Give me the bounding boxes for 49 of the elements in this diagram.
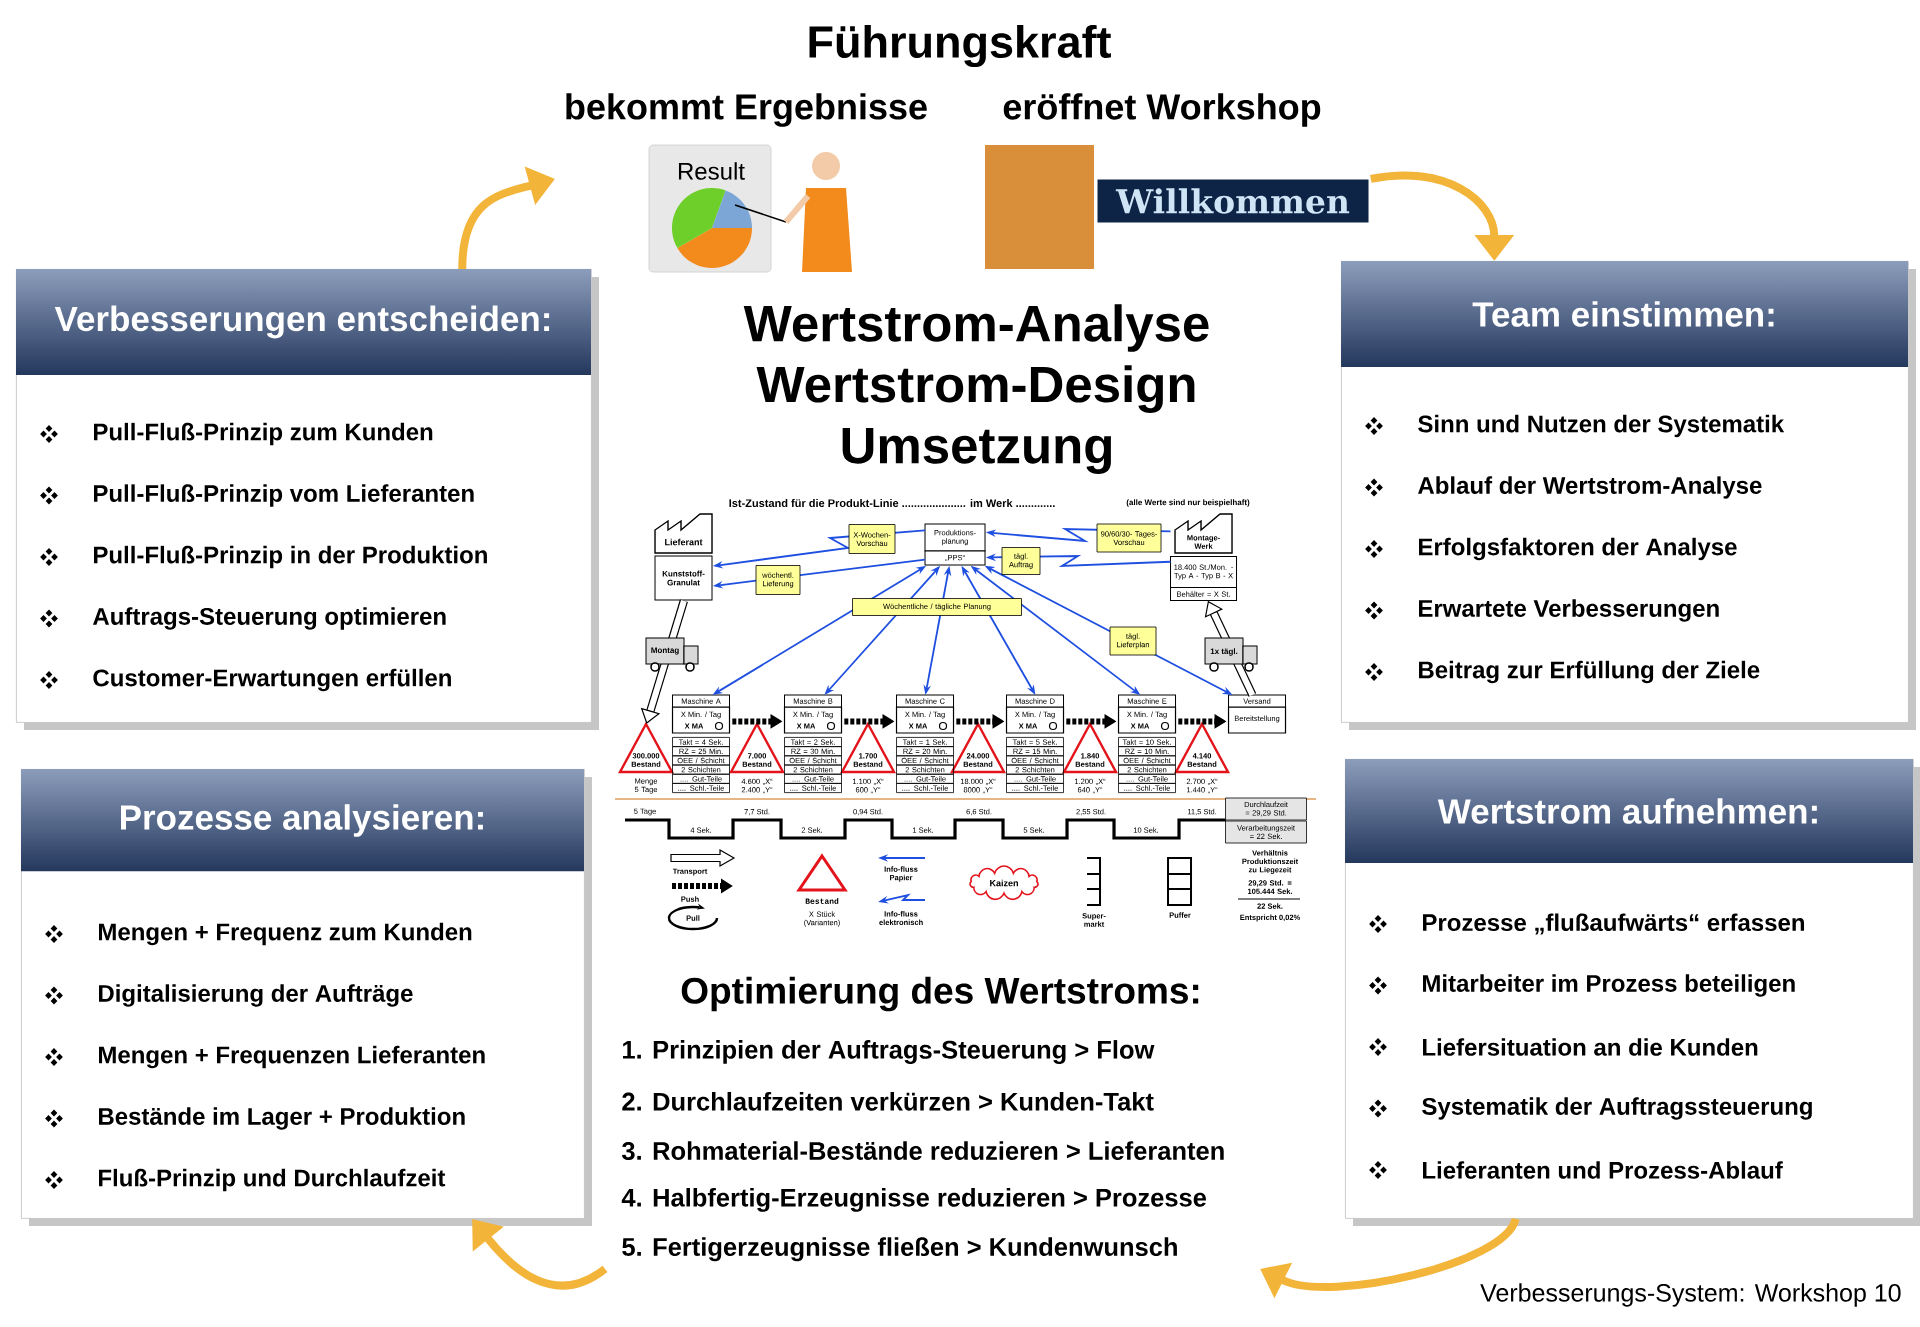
list-item: Customer-Erwartungen erfüllen bbox=[93, 668, 451, 692]
list-item: Pull-Fluß-Prinzip in der Produktion bbox=[94, 545, 487, 569]
heading: Wertstrom-Analyse bbox=[743, 304, 1209, 352]
heading: eröffnet Workshop bbox=[1003, 93, 1321, 127]
info-panel bbox=[21, 769, 592, 1226]
list-item: Digitalisierung der Aufträge bbox=[99, 984, 413, 1007]
list-item: Pull-Fluß-Prinzip zum Kunden bbox=[94, 422, 433, 446]
info-panel bbox=[1341, 261, 1917, 730]
list-item: Auftrags-Steuerung optimieren bbox=[93, 607, 446, 630]
welcome-sign: Willkommen bbox=[1097, 179, 1369, 223]
info-panel bbox=[16, 269, 599, 730]
panel-heading: Verbesserungen entscheiden: bbox=[54, 305, 550, 339]
data-box: Kunststoff- Granulat bbox=[654, 555, 713, 601]
list-item: Erwartete Verbesserungen bbox=[1419, 599, 1719, 622]
list-item: Mengen + Frequenzen Lieferanten bbox=[99, 1045, 485, 1069]
factory-label: Lieferant bbox=[665, 538, 703, 546]
list-item: Prozesse „flußaufwärts“ erfassen bbox=[1423, 913, 1805, 935]
list-item: Fluß-Prinzip und Durchlaufzeit bbox=[99, 1168, 446, 1192]
list-item: Erfolgsfaktoren der Analyse bbox=[1419, 537, 1737, 561]
list-item: Lieferanten und Prozess-Ablauf bbox=[1423, 1161, 1783, 1179]
edge-label: Montag bbox=[651, 647, 679, 655]
list-item: Pull-Fluß-Prinzip vom Lieferanten bbox=[94, 484, 474, 507]
text-label: Kaizen bbox=[990, 879, 1018, 887]
list-item: 4. Halbfertig-Erzeugnisse reduzieren > Prozesse bbox=[621, 1188, 1206, 1212]
list-item: 2. Durchlaufzeiten verkürzen > Kunden-Takt bbox=[622, 1091, 1154, 1111]
heading: Wertstrom-Design bbox=[756, 365, 1195, 413]
heading: Umsetzung bbox=[842, 428, 1111, 474]
heading: Optimierung des Wertstroms: bbox=[681, 976, 1199, 1012]
edge-label: 1x tägl. bbox=[1210, 648, 1238, 656]
list-item: Mengen + Frequenz zum Kunden bbox=[99, 922, 472, 946]
title: Führungskraft bbox=[809, 24, 1111, 68]
panel-heading: Wertstrom aufnehmen: bbox=[1437, 798, 1817, 824]
list-item: Bestände im Lager + Produktion bbox=[99, 1107, 465, 1130]
list-item: Liefersituation an die Kunden bbox=[1423, 1038, 1758, 1056]
info-panel bbox=[1345, 759, 1920, 1226]
footer-text: Verbesserungs-System: Workshop 10 bbox=[1480, 1283, 1901, 1307]
map-title: Ist-Zustand für die Produkt-Linie ..................... im Werk ............. bbox=[729, 498, 1055, 508]
text-label: Bestand bbox=[805, 898, 839, 904]
list-item: Beitrag zur Erfüllung der Ziele bbox=[1419, 660, 1760, 684]
list-item: 1. Prinzipien der Auftrags-Steuerung > Flow bbox=[623, 1040, 1155, 1064]
list-item: Ablauf der Wertstrom-Analyse bbox=[1418, 476, 1762, 499]
list-item: Systematik der Auftragssteuerung bbox=[1422, 1097, 1812, 1120]
list-item: Mitarbeiter im Prozess beteiligen bbox=[1423, 974, 1795, 997]
list-item: 5. Fertigerzeugnisse fließen > Kundenwunsch bbox=[622, 1237, 1177, 1262]
panel-heading: Team einstimmen: bbox=[1472, 301, 1774, 327]
list-item: 3. Rohmaterial-Bestände reduzieren > Lieferanten bbox=[622, 1141, 1224, 1160]
heading: bekommt Ergebnisse bbox=[566, 93, 927, 127]
list-item: Sinn und Nutzen der Systematik bbox=[1418, 414, 1785, 438]
panel-heading: Prozesse analysieren: bbox=[121, 804, 483, 837]
